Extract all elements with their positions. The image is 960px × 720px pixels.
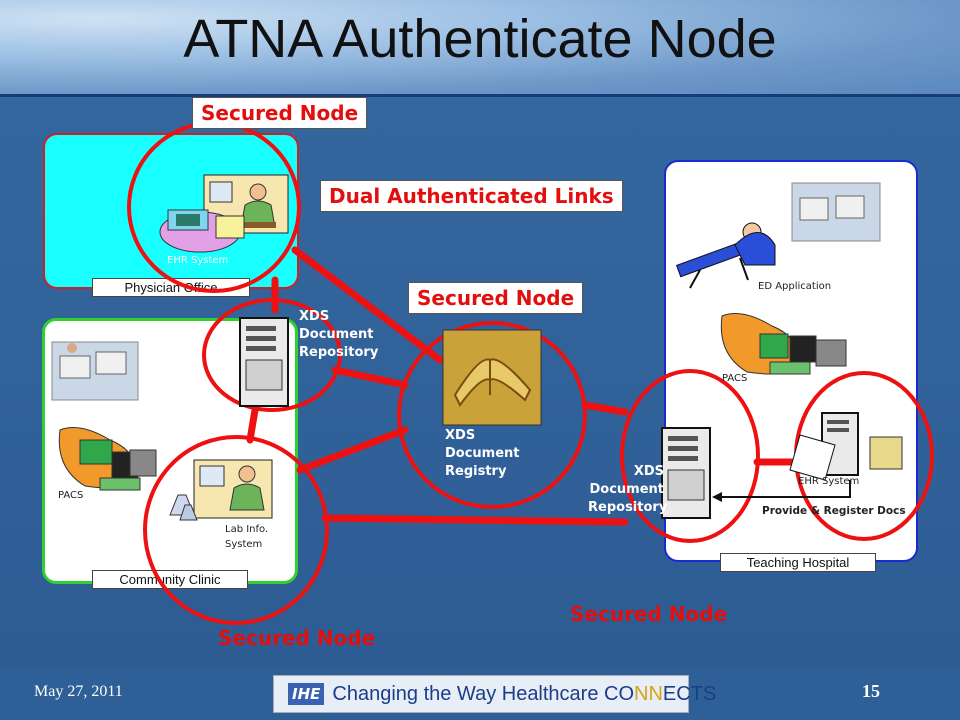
page-number: 15 (862, 681, 880, 701)
secured-node-label-bottom-right: Secured Node (570, 602, 728, 626)
ed-patient-stretcher-icon (675, 222, 776, 289)
pacs-clinic-icon (58, 427, 157, 491)
physician-workstation-icon (203, 174, 289, 234)
footer-date: May 27, 2011 (34, 683, 123, 700)
teaching-hospital-label: Teaching Hospital (720, 553, 876, 572)
link-clinic-hospital (321, 514, 629, 526)
lab-info-label: Lab Info.System (225, 524, 269, 550)
registry-book-icon (442, 329, 542, 426)
server-icon-left (239, 317, 289, 407)
community-clinic-label: Community Clinic (92, 570, 248, 589)
link-physician-registry (291, 246, 444, 364)
slide-title: ATNA Authenticate Node (183, 9, 777, 69)
dual-authenticated-links-label: Dual Authenticated Links (320, 180, 623, 212)
link-repo-registry (331, 366, 409, 389)
ihe-tagline: Changing the Way Healthcare CONNECTS (332, 682, 717, 705)
secured-node-label-top: Secured Node (192, 97, 368, 129)
circle-lab-info (143, 435, 329, 625)
clinic-photo-icon (51, 341, 139, 401)
lab-info-system-icon (169, 459, 273, 521)
ehr-system-physician-label: EHR System (167, 255, 229, 266)
ed-application-label: ED Application (758, 281, 832, 292)
provide-register-label: Provide & Register Docs (762, 505, 906, 517)
circle-xds-repo-right (620, 369, 760, 543)
ed-application-photo-icon (791, 182, 881, 242)
link-clinic-registry (296, 426, 409, 474)
title-rule (0, 94, 960, 97)
pacs-hospital-icon (720, 313, 847, 375)
secured-node-label-mid: Secured Node (408, 282, 584, 314)
link-repo-clinic (246, 406, 259, 444)
circle-xds-registry (397, 321, 587, 509)
ehr-hospital-label: EHR System (798, 476, 860, 487)
circle-xds-repo-left (202, 298, 342, 412)
link-registry-hospital (581, 401, 629, 416)
authenticated-links (246, 246, 799, 526)
title-band (0, 0, 960, 95)
provide-register-arrow (712, 480, 851, 502)
server-icon-right (661, 427, 711, 519)
secured-node-label-bottom-left: Secured Node (218, 626, 376, 650)
ehr-hospital-icon (789, 412, 903, 481)
ihe-logo-banner: IHE Changing the Way Healthcare CONNECTS (273, 675, 716, 713)
ihe-logo-mark: IHE (288, 683, 325, 705)
pacs-clinic-label: PACS (58, 490, 84, 501)
ehr-system-icon (159, 209, 245, 253)
pacs-hospital-label: PACS (722, 373, 748, 384)
